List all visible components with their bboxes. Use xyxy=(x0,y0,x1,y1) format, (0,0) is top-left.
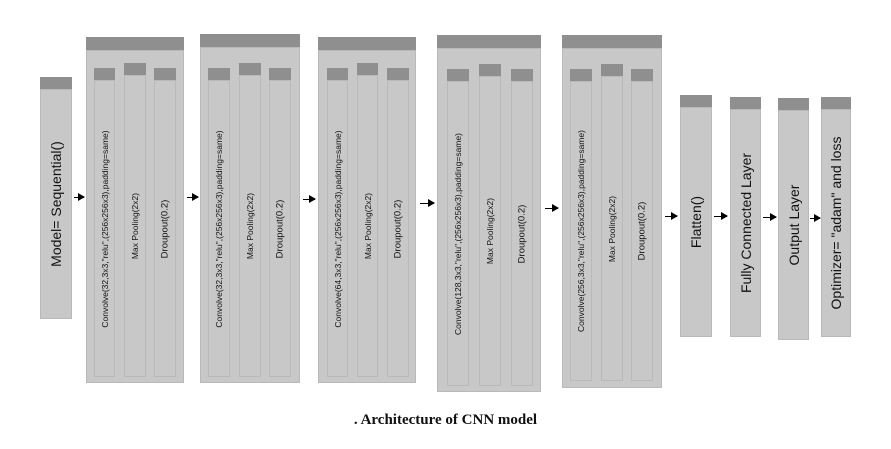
flatten-box-top xyxy=(680,95,712,107)
block-5: Convolve(256,3x3,"relu",(256x256x3),padd… xyxy=(562,48,662,388)
block-1: Convolve(32,3x3,"relu",(256x256x3),paddi… xyxy=(86,50,184,383)
arrow-3 xyxy=(303,195,316,203)
block-1-dropout-panel: Droupout(0.2) xyxy=(154,80,176,377)
arrow-7 xyxy=(714,212,728,220)
block-4-pool-label: Max Pooling(2x2) xyxy=(485,197,495,265)
fully-connected-box: Fully Connected Layer xyxy=(730,109,761,337)
block-3-dropout-panel: Droupout(0.2) xyxy=(387,80,409,377)
block-3-convolve-panel: Convolve(64,3x3,"relu",(256x256x3),paddi… xyxy=(327,80,348,377)
block-2-convolve-panel: Convolve(32,3x3,"relu",(256x256x3),paddi… xyxy=(208,80,230,377)
block-4-dropout-panel: Droupout(0.2) xyxy=(511,81,533,386)
block-2-convolve-label: Convolve(32,3x3,"relu",(256x256x3),paddi… xyxy=(214,129,224,328)
flatten-label: Flatten() xyxy=(688,195,704,249)
block-3-convolve-label: Convolve(64,3x3,"relu",(256x256x3),paddi… xyxy=(332,129,343,328)
arrow-9 xyxy=(810,214,821,222)
block-5-pool-label: Max Pooling(2x2) xyxy=(607,195,617,262)
fully-connected-box-top xyxy=(730,97,761,109)
arrow-6 xyxy=(665,212,678,220)
block-4-top xyxy=(437,35,541,48)
block-3-dropout-label: Droupout(0.2) xyxy=(392,199,404,258)
output-box-top xyxy=(778,98,809,110)
model-box: Model= Sequential() xyxy=(40,89,72,319)
block-4-pool-panel: Max Pooling(2x2) xyxy=(479,76,501,386)
block-1-pool-panel: Max Pooling(2x2) xyxy=(124,75,146,377)
block-2-dropout-panel: Droupout(0.2) xyxy=(269,80,291,377)
block-1-dropout-label: Droupout(0.2) xyxy=(159,199,171,258)
optimizer-box: Optimizer= "adam" and loss xyxy=(821,109,851,337)
figure-caption: . Architecture of CNN model xyxy=(353,412,538,428)
block-5-convolve-label: Convolve(256,3x3,"relu",(256x256x3),padd… xyxy=(576,130,586,332)
block-1-top xyxy=(86,37,184,50)
output-label: Output Layer xyxy=(785,184,802,266)
block-1-convolve-label: Convolve(32,3x3,"relu",(256x256x3),paddi… xyxy=(99,129,110,328)
model-label: Model= Sequential() xyxy=(48,141,64,267)
block-4-dropout-label: Droupout(0.2) xyxy=(516,204,528,263)
block-5-top xyxy=(562,35,662,48)
block-3-pool-panel: Max Pooling(2x2) xyxy=(357,75,378,377)
block-2-pool-panel: Max Pooling(2x2) xyxy=(239,75,261,377)
block-5-convolve-panel: Convolve(256,3x3,"relu",(256x256x3),padd… xyxy=(570,81,592,381)
output-box: Output Layer xyxy=(778,110,809,340)
block-3-top xyxy=(318,37,416,50)
arrow-1 xyxy=(74,193,85,201)
arrow-2 xyxy=(187,193,199,201)
block-2-pool-label: Max Pooling(2x2) xyxy=(245,192,255,260)
block-4-convolve-label: Convolve(128,3x3,"relu",(256x256x3),padd… xyxy=(453,132,463,335)
block-5-pool-panel: Max Pooling(2x2) xyxy=(601,76,623,381)
block-5-dropout-panel: Droupout(0.2) xyxy=(631,81,653,381)
block-2-top xyxy=(200,34,300,47)
block-4: Convolve(128,3x3,"relu",(256x256x3),padd… xyxy=(437,48,541,392)
fully-connected-label: Fully Connected Layer xyxy=(737,152,754,294)
block-5-dropout-label: Droupout(0.2) xyxy=(636,201,648,261)
block-2: Convolve(32,3x3,"relu",(256x256x3),paddi… xyxy=(200,47,300,383)
block-3: Convolve(64,3x3,"relu",(256x256x3),paddi… xyxy=(318,50,416,383)
arrow-8 xyxy=(763,213,777,221)
block-4-convolve-panel: Convolve(128,3x3,"relu",(256x256x3),padd… xyxy=(447,81,469,386)
block-1-pool-label: Max Pooling(2x2) xyxy=(130,192,140,260)
block-3-pool-label: Max Pooling(2x2) xyxy=(362,192,373,260)
block-1-convolve-panel: Convolve(32,3x3,"relu",(256x256x3),paddi… xyxy=(94,80,115,377)
block-2-dropout-label: Droupout(0.2) xyxy=(274,199,286,258)
arrow-4 xyxy=(420,199,435,207)
model-box-top xyxy=(40,77,72,89)
arrow-5 xyxy=(545,204,559,212)
optimizer-label: Optimizer= "adam" and loss xyxy=(828,136,844,310)
optimizer-box-top xyxy=(821,97,851,109)
flatten-box: Flatten() xyxy=(680,107,712,337)
